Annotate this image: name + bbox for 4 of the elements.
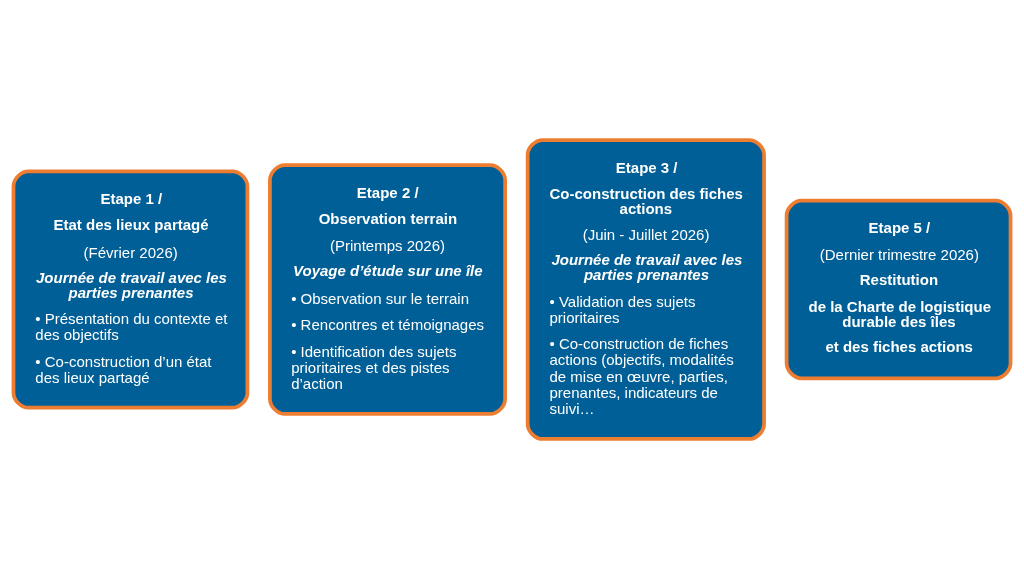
node-box: Etape 2 / Observation terrain (Printemps 2026) Voyage d’étude sur une île • Observation sur le terrain • Rencontres et témoignages • Identification des sujets prioritaires et des pistes d’action xyxy=(268,163,507,416)
node-box: Etape 5 / (Dernier trimestre 2026) Restitution de la Charte de logistique durable des îles et des fiches actions xyxy=(784,198,1013,381)
node-box: Etape 1 / Etat des lieux partagé (Février 2026) Journée de travail avec les parties prenantes • Présentation du contexte et des objectifs • Co-construction d’un état des lieux partagé xyxy=(11,169,250,410)
node-box: Etape 3 / Co-construction des fiches actions (Juin - Juillet 2026) Journée de travail avec les parties prenantes • Validation des sujets prioritaires • Co-construction de fiches actions (objectifs, modalités de mise en œuvre, parties, prenantes, indicateurs de suivi… xyxy=(525,138,766,441)
